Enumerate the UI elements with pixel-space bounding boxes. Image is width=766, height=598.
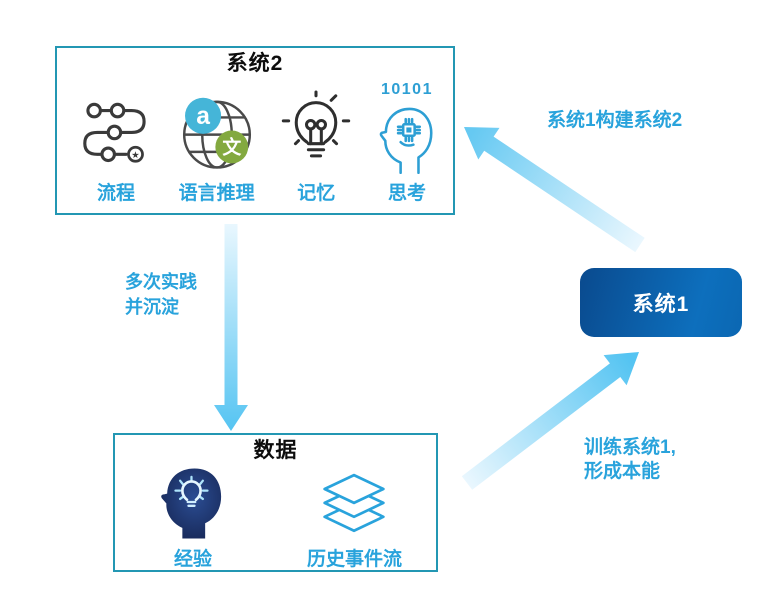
data-box: 数据 经 — [113, 433, 438, 572]
event-stream-label: 历史事件流 — [306, 549, 402, 570]
system2-item-thinking: 10101 思考 — [375, 82, 439, 205]
star-glyph: ★ — [131, 150, 139, 160]
layers-icon — [323, 473, 386, 533]
system2-box: 系统2 ★ 流程 — [55, 46, 455, 215]
process-flow-icon: ★ — [83, 102, 146, 163]
latin-char: a — [196, 103, 210, 130]
system2-item-memory: 记忆 — [278, 86, 354, 205]
binary-text: 10101 — [380, 81, 433, 98]
arrow-system2-to-data — [214, 224, 248, 431]
data-icon-row: 经验 历史事件流 — [115, 464, 436, 579]
system2-item-language: a 文 语言推理 — [176, 92, 258, 205]
cjk-bubble — [215, 130, 248, 164]
thinking-label: 思考 — [387, 183, 426, 204]
data-item-experience: 经验 — [155, 464, 231, 571]
arrow-system1-to-system2 — [464, 127, 645, 253]
process-label: 流程 — [96, 183, 135, 204]
practice-label-line1: 多次实践 — [125, 272, 197, 292]
head-silhouette — [161, 468, 222, 539]
cjk-char: 文 — [222, 136, 241, 158]
train-label-line1: 训练系统1, — [584, 437, 676, 458]
system1-label: 系统1 — [632, 292, 690, 316]
language-label: 语言推理 — [178, 183, 255, 204]
system1-box: 系统1 — [580, 268, 742, 337]
head-chip-icon — [379, 107, 433, 174]
practice-arrow-label: 多次实践 并沉淀 — [125, 270, 197, 320]
system2-title: 系统2 — [226, 52, 284, 75]
latin-bubble — [184, 97, 221, 134]
train-label-line2: 形成本能 — [584, 461, 661, 482]
data-title: 数据 — [253, 439, 298, 462]
build-arrow-label: 系统1构建系统2 — [547, 110, 683, 131]
lightbulb-icon — [282, 90, 351, 158]
language-translate-icon: a 文 — [182, 97, 251, 169]
experience-label: 经验 — [173, 549, 212, 570]
practice-label-line2: 并沉淀 — [125, 297, 179, 317]
train-arrow-label: 训练系统1, 形成本能 — [584, 436, 676, 484]
system2-item-process: ★ 流程 — [77, 94, 155, 205]
arrow-data-to-system1 — [461, 352, 639, 490]
data-item-event-stream: 历史事件流 — [307, 472, 402, 571]
head-idea-icon — [161, 468, 222, 539]
memory-label: 记忆 — [297, 183, 336, 204]
system2-icon-row: ★ 流程 a 文 语言推理 — [57, 77, 453, 213]
